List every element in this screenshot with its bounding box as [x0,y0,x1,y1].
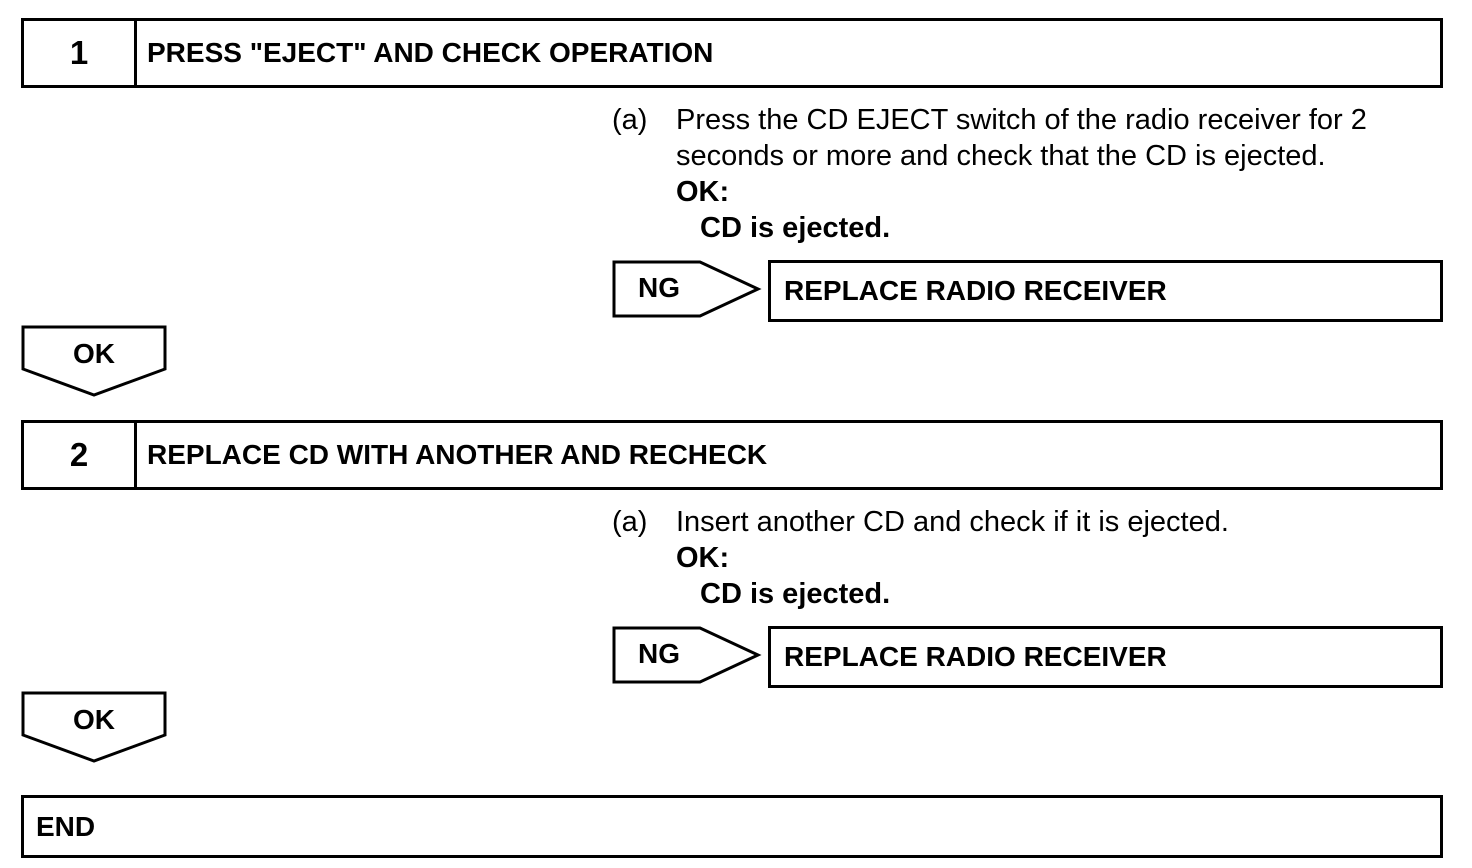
step-2-header: 2 REPLACE CD WITH ANOTHER AND RECHECK [21,420,1443,490]
step-1-ok-result: CD is ejected. [700,212,891,244]
step-2-ok-arrow-icon [21,691,167,763]
step-2-title: REPLACE CD WITH ANOTHER AND RECHECK [147,439,768,470]
step-1-instruction-marker: (a) [612,104,648,136]
step-1-instruction-line: Press the CD EJECT switch of the radio r… [676,104,1367,136]
step-1-ok-label: OK: [676,176,730,208]
end-box: END [21,795,1443,858]
step-2-ok-result: CD is ejected. [700,578,891,610]
step-1-ng-action-box: REPLACE RADIO RECEIVER [768,260,1443,322]
step-2-ng-arrow-icon [612,626,762,684]
step-2-ok-label: OK: [676,542,730,574]
step-1-instruction-line: seconds or more and check that the CD is… [676,140,1326,172]
step-2-ng-action-box: REPLACE RADIO RECEIVER [768,626,1443,688]
step-1-ng-action: REPLACE RADIO RECEIVER [784,275,1167,306]
step-2-ng-action: REPLACE RADIO RECEIVER [784,641,1167,672]
step-1-ng-label: NG [638,272,680,303]
step-1-header: 1 PRESS "EJECT" AND CHECK OPERATION [21,18,1443,88]
step-1-title: PRESS "EJECT" AND CHECK OPERATION [147,37,714,68]
step-1-number: 1 [24,21,137,85]
end-label: END [36,810,96,842]
step-2-instruction-line: Insert another CD and check if it is eje… [676,506,1229,538]
step-1-ok-arrow-icon [21,325,167,397]
step-1-ok-arrow-label: OK [73,338,115,369]
step-1-ng-arrow-icon [612,260,762,318]
step-2-instruction-marker: (a) [612,506,648,538]
step-2-ok-arrow-label: OK [73,704,115,735]
step-2-number: 2 [24,423,137,487]
step-2-ng-label: NG [638,638,680,669]
